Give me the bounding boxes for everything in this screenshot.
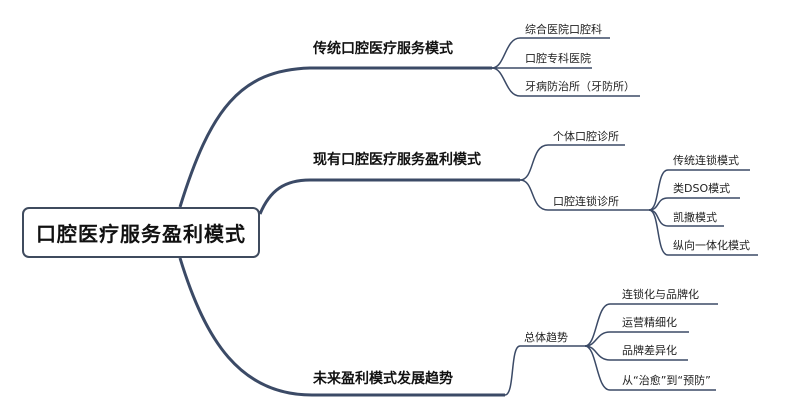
branch-traditional[interactable]: 传统口腔医疗服务模式	[313, 41, 453, 57]
connector-trend-1	[584, 303, 718, 347]
connector-chain-1	[648, 169, 750, 211]
leaf-chain-3[interactable]: 凯撒模式	[673, 211, 717, 224]
leaf-traditional-2[interactable]: 口腔专科医院	[525, 52, 591, 65]
connector-trad-3	[491, 67, 640, 97]
leaf-current-chain[interactable]: 口腔连锁诊所	[553, 195, 619, 208]
connector-future-1	[504, 345, 585, 396]
leaf-trend-4[interactable]: 从“治愈”到“预防”	[622, 374, 711, 387]
connector-trend-2	[584, 331, 689, 347]
branch-current[interactable]: 现有口腔医疗服务盈利模式	[313, 152, 481, 168]
connector-trend-4	[584, 345, 716, 391]
leaf-chain-4[interactable]: 纵向一体化模式	[673, 239, 750, 252]
leaf-current-clinic[interactable]: 个体口腔诊所	[553, 130, 619, 143]
leaf-trend-3[interactable]: 品牌差异化	[622, 344, 677, 357]
leaf-future-trend[interactable]: 总体趋势	[524, 331, 568, 344]
connector-root-future	[178, 257, 505, 397]
connector-chain-2	[648, 197, 740, 211]
leaf-chain-1[interactable]: 传统连锁模式	[673, 154, 739, 167]
leaf-trend-2[interactable]: 运营精细化	[622, 316, 677, 329]
branch-future[interactable]: 未来盈利模式发展趋势	[313, 371, 453, 387]
root-node[interactable]: 口腔医疗服务盈利模式	[22, 207, 260, 258]
connector-trad-1	[491, 37, 610, 69]
leaf-traditional-1[interactable]: 综合医院口腔科	[525, 23, 602, 36]
connector-root-traditional	[178, 66, 492, 208]
leaf-trend-1[interactable]: 连锁化与品牌化	[622, 288, 699, 301]
connector-current-1	[519, 144, 625, 181]
connector-root-current	[258, 178, 520, 215]
leaf-traditional-3[interactable]: 牙病防治所（牙防所）	[525, 80, 635, 93]
connector-current-2	[519, 179, 649, 211]
connector-chain-4	[648, 209, 758, 256]
leaf-chain-2[interactable]: 类DSO模式	[673, 182, 731, 195]
